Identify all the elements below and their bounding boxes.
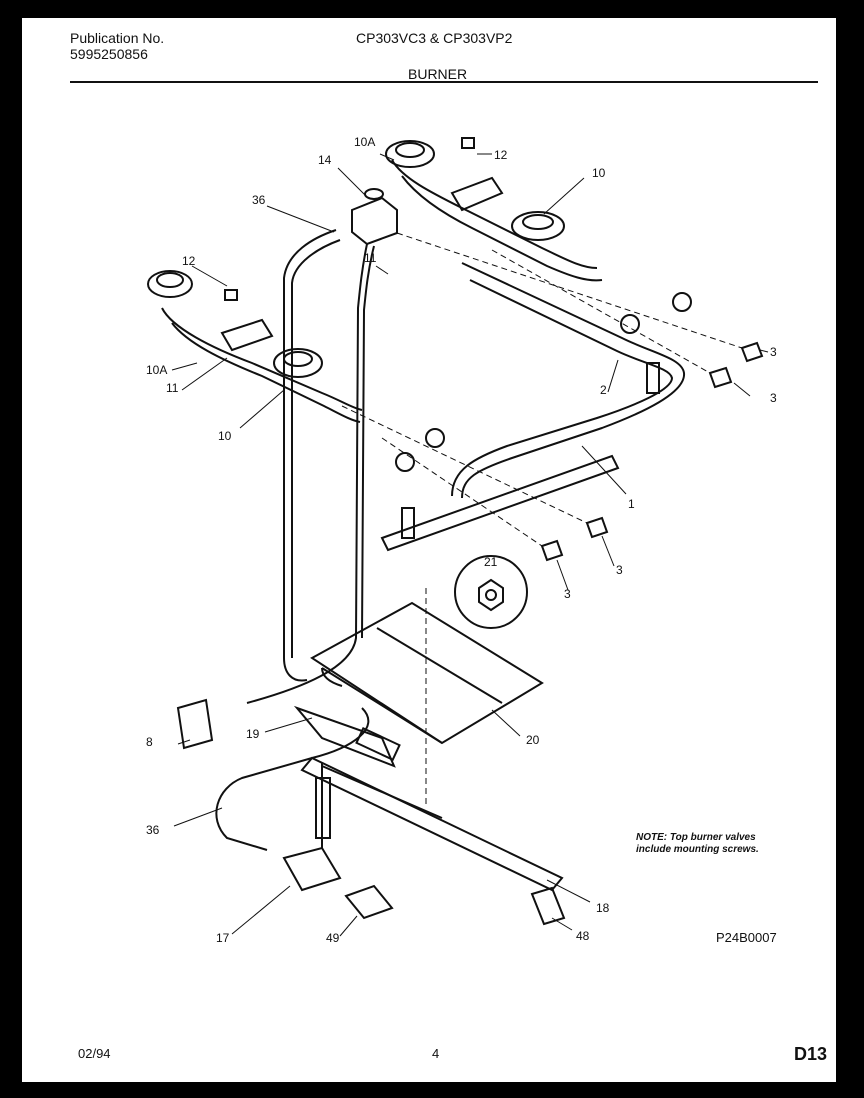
publication-label: Publication No. <box>70 30 165 46</box>
burner-support-18 <box>300 756 564 892</box>
callout-10A-upper: 10A <box>354 135 375 149</box>
burner-bracket-12-right <box>461 137 475 149</box>
orifice-detail-circle <box>454 555 528 629</box>
footer-page-number: 4 <box>432 1046 440 1061</box>
valve-rear-right <box>672 292 692 312</box>
callout-36-lower: 36 <box>146 823 160 837</box>
callout-48: 48 <box>576 929 590 943</box>
orifice-nut-21 <box>478 578 504 612</box>
valve-knob-3b <box>708 366 733 389</box>
left-burner-tube-lower <box>171 322 361 423</box>
callout-3-c: 3 <box>616 563 623 577</box>
callout-19: 19 <box>246 727 260 741</box>
callout-11-left: 11 <box>166 381 179 395</box>
left-front-burner-head <box>273 348 323 378</box>
safety-valve-17 <box>282 846 342 892</box>
igniter-8 <box>176 698 214 750</box>
note-line-1: NOTE: Top burner valves <box>636 832 756 843</box>
callout-17: 17 <box>216 931 230 945</box>
valve-knob-3c <box>585 516 609 539</box>
note-text: NOTE: Top burner valves include mounting… <box>636 832 759 856</box>
valve-knob-3a <box>740 341 764 363</box>
manifold-pipe <box>461 262 686 499</box>
callout-12-left: 12 <box>182 254 196 268</box>
gas-line-36-lower <box>215 707 370 851</box>
callout-10A-left: 10A <box>146 363 167 377</box>
callout-1: 1 <box>628 497 635 511</box>
callout-10-left: 10 <box>218 429 232 443</box>
valve-front-right <box>425 428 445 448</box>
burner-exploded-view: 36 14 10A 12 10 11 12 10A 11 10 2 3 3 1 … <box>146 135 777 945</box>
footer-date: 02/94 <box>78 1046 111 1061</box>
callout-36-upper: 36 <box>252 193 266 207</box>
left-rear-burner-head <box>147 270 193 298</box>
parts-diagram-page: Publication No. 5995250856 CP303VC3 & CP… <box>22 18 836 1082</box>
right-front-burner-head <box>511 211 565 241</box>
burner-shield-20 <box>310 601 544 745</box>
valve-knob-3d <box>540 539 564 562</box>
valve-rear-left <box>620 314 640 334</box>
callout-2: 2 <box>600 383 607 397</box>
callout-10-upper: 10 <box>592 166 606 180</box>
bracket-48 <box>530 886 566 926</box>
valve-mounting-bracket <box>380 454 620 552</box>
publication-number: 5995250856 <box>70 46 148 62</box>
callout-3-d: 3 <box>564 587 571 601</box>
right-burner-tube-lower <box>401 175 603 282</box>
oven-burner-19 <box>293 705 396 768</box>
gas-tube-11 <box>246 243 368 704</box>
valve-front-left <box>395 452 415 472</box>
callout-14: 14 <box>318 153 332 167</box>
pressure-regulator <box>351 196 398 246</box>
callout-18: 18 <box>596 901 610 915</box>
callout-12-upper: 12 <box>494 148 508 162</box>
callout-11-upper: 11 <box>364 251 377 265</box>
gas-line-36 <box>283 229 337 682</box>
callout-3-b: 3 <box>770 391 777 405</box>
header-rule <box>70 81 818 83</box>
figure-number: P24B0007 <box>716 930 777 945</box>
callout-20: 20 <box>526 733 540 747</box>
callout-21: 21 <box>484 555 498 569</box>
note-line-2: include mounting screws. <box>636 844 759 855</box>
bracket-49 <box>344 884 394 920</box>
right-rear-burner-head <box>385 140 435 168</box>
left-burner-tube <box>161 307 363 411</box>
model-numbers: CP303VC3 & CP303VP2 <box>356 30 513 46</box>
callout-49: 49 <box>326 931 340 945</box>
burner-bracket-12-left <box>224 289 238 301</box>
section-title: BURNER <box>408 66 468 82</box>
callout-3-a: 3 <box>770 345 777 359</box>
footer-page-code: D13 <box>794 1044 828 1064</box>
callout-8: 8 <box>146 735 153 749</box>
